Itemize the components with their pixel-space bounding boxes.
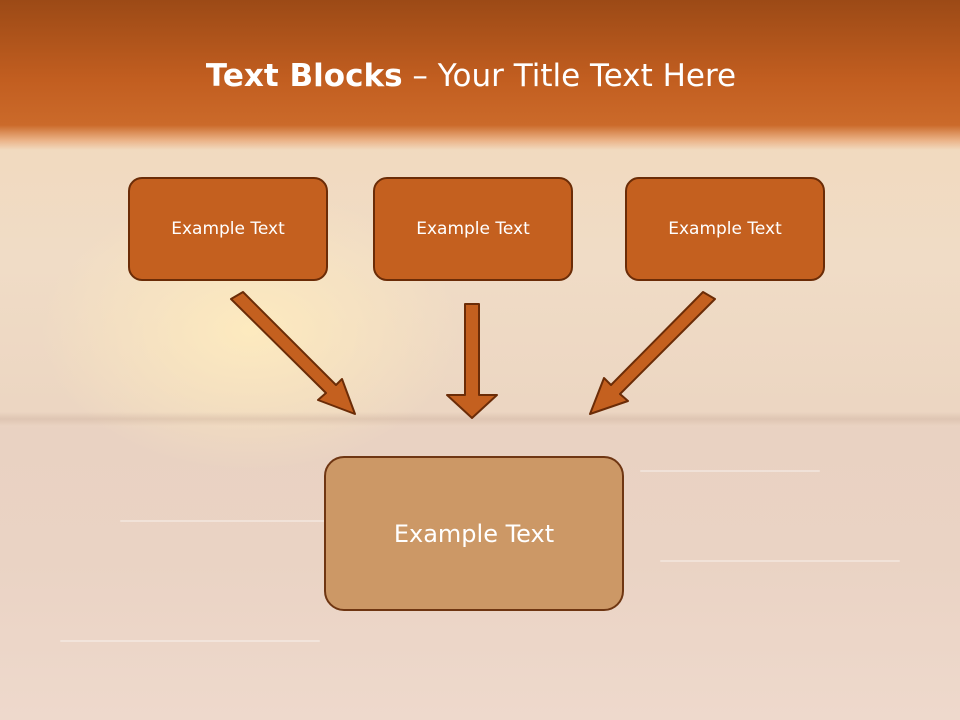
title-separator: – bbox=[402, 58, 438, 94]
title-rest: Your Title Text Here bbox=[437, 58, 737, 94]
wave bbox=[640, 470, 820, 472]
text-block-right[interactable]: Example Text bbox=[625, 177, 825, 281]
text-block-label: Example Text bbox=[416, 219, 530, 239]
text-block-left[interactable]: Example Text bbox=[128, 177, 328, 281]
text-block-label: Example Text bbox=[171, 219, 285, 239]
text-block-bottom[interactable]: Example Text bbox=[324, 456, 624, 611]
text-block-center[interactable]: Example Text bbox=[373, 177, 573, 281]
text-block-label: Example Text bbox=[668, 219, 782, 239]
slide-title: Text Blocks – Your Title Text Here bbox=[0, 56, 942, 96]
title-bold-part: Text Blocks bbox=[205, 58, 403, 94]
wave bbox=[120, 520, 340, 522]
arrow-left-diagonal bbox=[230, 291, 356, 415]
text-block-label: Example Text bbox=[393, 519, 555, 548]
wave bbox=[660, 560, 900, 562]
wave bbox=[60, 640, 320, 642]
arrow-right-diagonal bbox=[589, 291, 716, 415]
arrow-center-down bbox=[446, 303, 498, 419]
horizon bbox=[0, 412, 960, 426]
title-bar: Text Blocks – Your Title Text Here bbox=[0, 0, 960, 150]
